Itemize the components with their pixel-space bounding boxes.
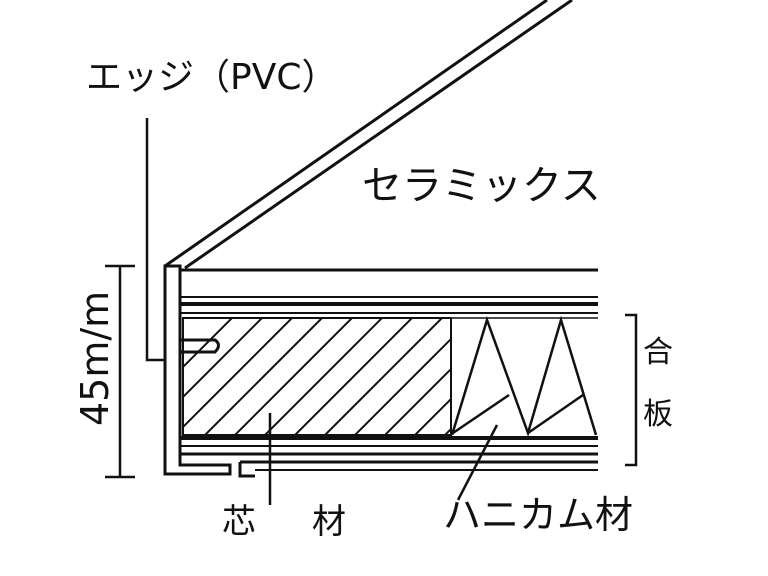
plywood-bracket xyxy=(625,313,638,467)
edge-label: エッジ（PVC） xyxy=(86,57,338,98)
core-label-1: 芯 xyxy=(222,502,256,542)
core-hatching xyxy=(183,318,451,435)
edge-leader-line xyxy=(145,118,165,362)
thickness-dimension xyxy=(105,264,135,479)
honeycomb-label: ハニカム材 xyxy=(443,493,634,537)
plywood-label-2: 板 xyxy=(643,397,673,432)
lid-outer-line xyxy=(164,0,548,268)
edge-groove xyxy=(180,338,220,354)
plywood-label-1: 合 xyxy=(643,335,673,370)
honeycomb-pattern xyxy=(450,315,598,438)
ceramics-label: セラミックス xyxy=(362,163,601,209)
lid-inner-line xyxy=(184,0,573,270)
honeycomb-leader-line xyxy=(456,424,499,501)
pvc-edge-profile xyxy=(163,264,232,476)
core-label-2: 材 xyxy=(312,502,346,542)
thickness-label: 45m/m xyxy=(73,290,117,426)
